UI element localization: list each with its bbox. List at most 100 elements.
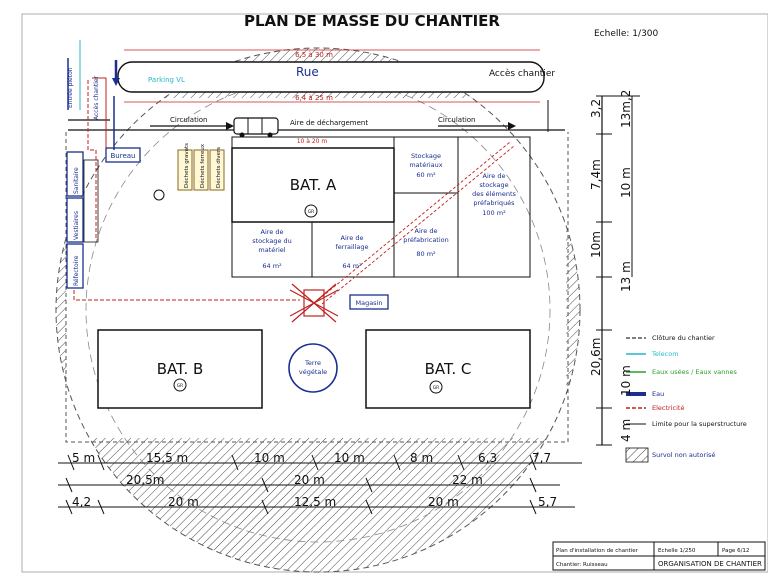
right-dim-5: 10m — [589, 231, 603, 258]
road — [117, 61, 545, 93]
crane-a-symbol: GR — [308, 209, 315, 215]
legend-water-label: Eau — [652, 390, 664, 398]
site-huts — [66, 151, 99, 289]
bottom-row3-dim-5: 5,7 — [538, 495, 557, 509]
store-equipment-l1: Aire de — [261, 228, 284, 236]
building-c — [365, 329, 531, 409]
bottom-row1-dim-5: 8 m — [410, 451, 433, 465]
cartouche-site: Chantier: Ruisseau — [556, 562, 608, 568]
office-box — [105, 147, 141, 163]
bottom-row3-dim-4: 20 m — [428, 495, 459, 509]
building-b — [97, 329, 263, 409]
right-dim-2: 13m,2 — [619, 90, 633, 128]
legend-swatches — [625, 337, 649, 463]
building-a-label: BAT. A — [290, 176, 337, 194]
waste-misc-label: Déchets divers — [215, 147, 222, 188]
cartouche-page: Page 6/12 — [722, 548, 749, 554]
road-label: Rue — [296, 65, 319, 79]
cartouche-scale: Echelle 1/250 — [658, 548, 696, 554]
bottom-row2-dim-2: 20 m — [294, 473, 325, 487]
bottom-dimension-lines — [58, 462, 582, 508]
bottom-row1-dim-1: 5 m — [72, 451, 95, 465]
bottom-row1-dim-2: 15,5 m — [146, 451, 188, 465]
vehicle-entry-label: Accès chantier — [93, 75, 100, 120]
topsoil-l1: Terre — [304, 359, 321, 367]
topsoil-pile — [288, 343, 338, 393]
right-dim-7: 20,6m — [589, 338, 603, 376]
crane-markers — [153, 189, 443, 394]
store-prefab-l3: des éléments — [472, 190, 516, 198]
prefab-area-l3: 80 m² — [416, 250, 436, 258]
parking-label: Parking VL — [148, 76, 185, 84]
bottom-row3-dim-1: 4,2 — [72, 495, 91, 509]
legend-limit-label: Limite pour la superstructure — [652, 420, 747, 428]
pedestrian-entry-label: Entrée piéton — [67, 67, 74, 108]
tower-crane-symbol — [289, 283, 339, 323]
prefab-area-l2: préfabrication — [403, 236, 449, 244]
legend-overflight-label: Survol non autorisé — [652, 451, 715, 459]
bottom-row1-dim-7: 7,7 — [532, 451, 551, 465]
waste-iron-label: Déchets ferreux — [199, 143, 206, 188]
canteen-label: Réfectoire — [73, 255, 80, 286]
crane-b-symbol: GR — [177, 383, 184, 389]
site-access-label: Accès chantier — [489, 68, 555, 79]
legend-wastewater-label: Eaux usées / Eaux vannes — [652, 368, 738, 376]
sanitary-label: Sanitaire — [73, 167, 80, 194]
prefab-area-l1: Aire de — [415, 227, 438, 235]
plan-title: PLAN DE MASSE DU CHANTIER — [244, 12, 500, 30]
store-equipment-l4: 64 m² — [262, 262, 282, 270]
store-box — [349, 294, 389, 310]
store-materials-l3: 60 m² — [416, 171, 436, 179]
right-dim-4: 10 m — [619, 167, 633, 198]
cartouche-org: ORGANISATION DE CHANTIER — [658, 560, 762, 568]
rebar-l1: Aire de — [341, 234, 364, 242]
bottom-row2-dim-3: 22 m — [452, 473, 483, 487]
store-materials-l2: matériaux — [409, 161, 442, 169]
title-block — [552, 541, 766, 571]
topsoil-l2: végétale — [299, 368, 327, 376]
store-prefab-l1: Aire de — [483, 172, 506, 180]
waste-gravel-label: Déchets gravats — [183, 143, 190, 188]
truck-icon — [233, 117, 279, 138]
rebar-l2: ferraillage — [335, 243, 368, 251]
waste-bins — [177, 149, 225, 191]
cartouche-plan: Plan d'installation de chantier — [556, 548, 639, 554]
legend-electricity-label: Electricité — [652, 404, 684, 412]
circulation-left-label: Circulation — [170, 116, 208, 124]
store-prefab-l4: préfabriqués — [473, 199, 515, 207]
bottom-row3-dim-3: 12,5 m — [294, 495, 336, 509]
store-equipment-l2: stockage du — [252, 237, 292, 245]
crane-c-symbol: GR — [433, 385, 440, 391]
legend-fence-label: Clôture du chantier — [652, 334, 715, 342]
sheet-border — [21, 13, 768, 573]
right-dim-1: 3,2 — [589, 99, 603, 118]
crane-radius-outer — [55, 47, 581, 573]
road-dim-top: 6,5 à 30 m — [295, 51, 333, 59]
site-fence — [65, 132, 569, 443]
rebar-l3: 64 m² — [342, 262, 362, 270]
right-dim-8: 10 m — [619, 365, 633, 396]
scale-label: Echelle: 1/300 — [594, 29, 659, 39]
legend-telecom-label: Telecom — [651, 350, 679, 358]
store-equipment-l3: matériel — [258, 246, 285, 254]
office-label: Bureau — [111, 152, 136, 160]
unloading-dim-label: 10 à 20 m — [297, 138, 328, 145]
bottom-row2-dim-1: 20,5m — [126, 473, 164, 487]
store-label: Magasin — [355, 299, 382, 307]
road-dim-bottom: 6,4 à 25 m — [295, 94, 333, 102]
store-prefab-l5: 100 m² — [482, 209, 506, 217]
bottom-row1-dim-6: 6,3 — [478, 451, 497, 465]
bottom-row1-dim-3: 10 m — [254, 451, 285, 465]
right-dim-6: 13 m — [619, 261, 633, 292]
bottom-row3-dim-2: 20 m — [168, 495, 199, 509]
store-prefab-l2: stockage — [479, 181, 508, 189]
changing-room-label: Vestiaires — [73, 211, 80, 240]
store-materials-l1: Stockage — [411, 152, 441, 160]
circulation-right-label: Circulation — [438, 116, 476, 124]
bottom-row1-dim-4: 10 m — [334, 451, 365, 465]
building-b-label: BAT. B — [157, 360, 204, 378]
unloading-area-label: Aire de déchargement — [290, 119, 368, 127]
